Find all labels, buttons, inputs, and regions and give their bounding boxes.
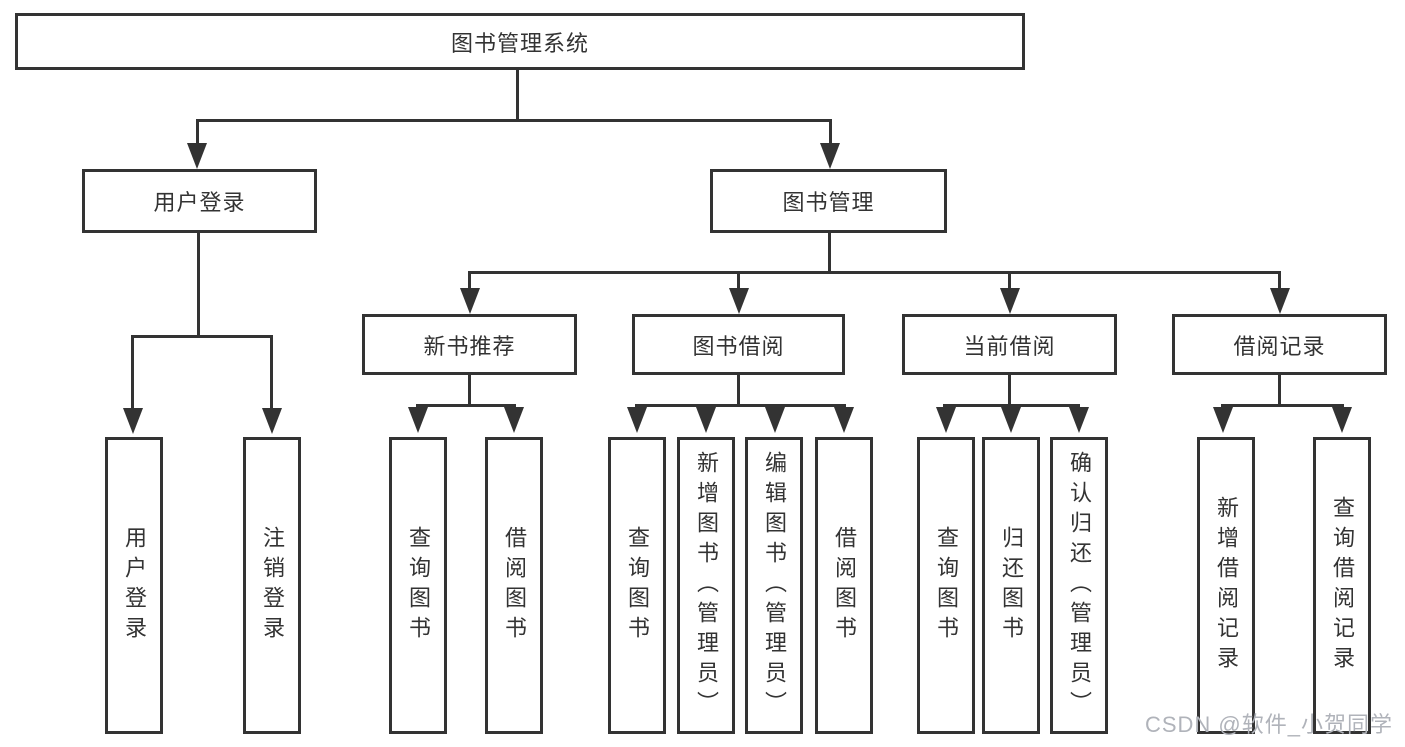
node-leaf-query-borrow-record: 查询借阅记录 [1313, 437, 1371, 734]
node-root-label: 图书管理系统 [450, 30, 589, 56]
arrowhead-down-icon [1213, 407, 1233, 433]
node-leaf-query-books: 查询图书 [389, 437, 447, 734]
connector-line [635, 404, 846, 407]
connector-line [1278, 375, 1281, 406]
arrowhead-down-icon [187, 143, 207, 169]
arrowhead-down-icon [1001, 407, 1021, 433]
node-new-book-recommend: 新书推荐 [362, 314, 577, 375]
arrowhead-down-icon [460, 288, 480, 314]
arrowhead-down-icon [1270, 288, 1290, 314]
node-label: 图书借阅 [692, 333, 785, 359]
arrowhead-down-icon [1332, 407, 1352, 433]
node-label: 查询图书 [934, 525, 959, 646]
node-leaf-edit-books-admin: 编辑图书（管理员） [745, 437, 803, 734]
arrowhead-down-icon [262, 408, 282, 434]
node-root: 图书管理系统 [15, 13, 1025, 70]
arrowhead-down-icon [123, 408, 143, 434]
node-label: 图书管理 [782, 190, 875, 215]
connector-line [131, 335, 134, 410]
arrowhead-down-icon [834, 407, 854, 433]
connector-line [270, 335, 273, 410]
node-leaf-return-books: 归还图书 [982, 437, 1040, 734]
node-label: 确认归还（管理员） [1067, 450, 1092, 721]
arrowhead-down-icon [936, 407, 956, 433]
connector-line [196, 119, 832, 122]
node-user-login: 用户登录 [82, 169, 317, 233]
node-leaf-query-books: 查询图书 [608, 437, 666, 734]
arrowhead-down-icon [820, 143, 840, 169]
node-book-borrowing: 图书借阅 [632, 314, 845, 375]
connector-line [1008, 271, 1011, 291]
node-label: 新增图书（管理员） [694, 450, 719, 721]
node-leaf-query-books: 查询图书 [917, 437, 975, 734]
node-label: 查询图书 [625, 525, 650, 646]
node-label: 当前借阅 [963, 333, 1056, 359]
connector-line [1008, 375, 1011, 406]
connector-line [516, 70, 519, 119]
arrowhead-down-icon [729, 288, 749, 314]
connector-line [737, 271, 740, 291]
connector-line [197, 233, 200, 337]
connector-line [1221, 404, 1344, 407]
node-label: 借阅记录 [1233, 333, 1326, 359]
connector-line [829, 119, 832, 145]
node-current-borrowing: 当前借阅 [902, 314, 1117, 375]
node-leaf-logout: 注销登录 [243, 437, 301, 734]
node-label: 新书推荐 [423, 333, 516, 359]
node-label: 归还图书 [999, 525, 1024, 646]
node-leaf-user-login: 用户登录 [105, 437, 163, 734]
node-label: 新增借阅记录 [1214, 495, 1239, 676]
node-label: 借阅图书 [502, 525, 527, 646]
node-label: 编辑图书（管理员） [762, 450, 787, 721]
arrowhead-down-icon [765, 407, 785, 433]
connector-line [131, 335, 273, 338]
node-borrowing-records: 借阅记录 [1172, 314, 1387, 375]
connector-line [196, 119, 199, 145]
watermark-text: CSDN @软件_小贺同学 [1144, 712, 1393, 737]
node-label: 用户登录 [153, 190, 246, 215]
arrowhead-down-icon [696, 407, 716, 433]
arrowhead-down-icon [1069, 407, 1089, 433]
connector-line [416, 404, 516, 407]
arrowhead-down-icon [627, 407, 647, 433]
node-leaf-confirm-return-admin: 确认归还（管理员） [1050, 437, 1108, 734]
node-label: 查询借阅记录 [1330, 495, 1355, 676]
connector-line [468, 271, 471, 291]
connector-line [943, 404, 1080, 407]
node-label: 借阅图书 [832, 525, 857, 646]
arrowhead-down-icon [408, 407, 428, 433]
node-leaf-borrow-books: 借阅图书 [815, 437, 873, 734]
connector-line [468, 375, 471, 406]
arrowhead-down-icon [504, 407, 524, 433]
connector-line [1278, 271, 1281, 291]
node-leaf-add-borrow-record: 新增借阅记录 [1197, 437, 1255, 734]
connector-line [828, 233, 831, 273]
node-label: 用户登录 [122, 525, 147, 646]
arrowhead-down-icon [1000, 288, 1020, 314]
node-label: 查询图书 [406, 525, 431, 646]
connector-line [468, 271, 1281, 274]
node-label: 注销登录 [260, 525, 285, 646]
node-book-management: 图书管理 [710, 169, 947, 233]
node-leaf-borrow-books: 借阅图书 [485, 437, 543, 734]
node-leaf-add-books-admin: 新增图书（管理员） [677, 437, 735, 734]
connector-line [737, 375, 740, 406]
